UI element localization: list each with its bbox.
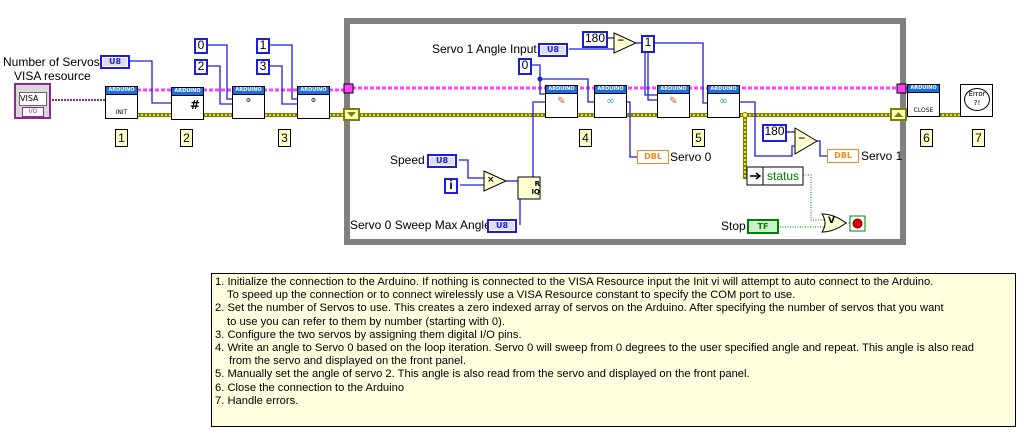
servo-wrench-icon: ⚙ — [310, 97, 317, 104]
quotient-remainder-node — [517, 176, 541, 200]
servo0-label: Servo 0 — [670, 150, 712, 164]
speed-label: Speed — [390, 153, 425, 167]
or-node — [821, 213, 847, 233]
pin-constant-3[interactable]: 3 — [256, 59, 270, 75]
step-label-2: 2 — [180, 129, 193, 147]
stop-label: Stop — [721, 219, 746, 233]
vi-header: ARDUINO — [708, 86, 739, 94]
unbundle-status — [746, 166, 804, 186]
vi-header: ARDUINO — [298, 87, 329, 95]
step-label-3: 3 — [278, 129, 291, 147]
step-label-1: 1 — [115, 129, 128, 147]
comment-line: 3. Configure the two servos by assigning… — [215, 328, 522, 341]
comment-line: 4. Write an angle to Servo 0 based on th… — [215, 342, 974, 355]
comment-line: To speed up the connection or to connect… — [227, 289, 796, 302]
servo1-label: Servo 1 — [861, 149, 903, 163]
sweep-max-control[interactable]: U8 — [487, 219, 517, 233]
vi-close-label: CLOSE — [913, 107, 934, 114]
comment-line: to use you can refer to them by number (… — [227, 315, 505, 328]
subtract-node-2 — [794, 127, 818, 155]
subtract-label: − — [617, 36, 625, 46]
vi-init-label: INIT — [115, 109, 128, 116]
pin-constant-2[interactable]: 2 — [194, 59, 208, 75]
pencil-icon: ✎ — [557, 96, 566, 107]
visa-value: VISA — [19, 92, 47, 106]
vi-header: ARDUINO — [106, 87, 137, 95]
io-label: I/O — [22, 107, 44, 117]
error-wire — [137, 113, 960, 179]
subtract-node-1 — [613, 32, 638, 54]
step-label-4: 4 — [579, 129, 592, 147]
constant-180b[interactable]: 180 — [762, 124, 787, 142]
servo-index-constant-1[interactable]: 1 — [256, 38, 270, 54]
configure-servo-vi-0[interactable]: ARDUINO ⚙ — [232, 86, 265, 119]
pencil-icon: ✎ — [669, 96, 678, 107]
vi-header: ARDUINO — [658, 86, 689, 94]
servo-write-angle-vi-0[interactable]: ARDUINO ✎ — [545, 85, 578, 118]
servo-write-angle-vi-1[interactable]: ARDUINO ✎ — [657, 85, 690, 118]
shift-register-right — [896, 83, 907, 94]
hash-icon: # — [189, 98, 200, 112]
or-label: V — [828, 216, 835, 226]
numeric-wires — [130, 37, 827, 225]
number-of-servos-label: Number of Servos — [3, 55, 100, 69]
servo-index-constant-1b[interactable]: 1 — [641, 35, 655, 53]
arduino-close-vi[interactable]: ARDUINO CLOSE — [907, 84, 940, 117]
comment-line: 7. Handle errors. — [215, 394, 299, 407]
simple-error-handler-vi[interactable]: Error ?! — [960, 84, 993, 117]
servo1-angle-input-label: Servo 1 Angle Input — [432, 42, 537, 56]
subtract-label: − — [798, 134, 806, 144]
servo-index-constant-0[interactable]: 0 — [518, 58, 532, 75]
shift-register-left — [343, 83, 354, 94]
error-bubble-icon: Error ?! — [964, 88, 990, 111]
glasses-icon: ∞ — [606, 96, 615, 107]
glasses-icon: ∞ — [719, 96, 728, 107]
comment-line: 6. Close the connection to the Arduino — [215, 381, 405, 394]
vi-header: ARDUINO — [908, 85, 939, 93]
configure-servo-vi-1[interactable]: ARDUINO ⚙ — [297, 86, 330, 119]
sweep-max-label: Servo 0 Sweep Max Angle — [350, 218, 491, 232]
step-label-5: 5 — [692, 129, 705, 147]
number-of-servos-control[interactable]: U8 — [100, 55, 130, 69]
vi-header: ARDUINO — [233, 87, 264, 95]
comment-line: 1. Initialize the connection to the Ardu… — [215, 276, 934, 288]
status-label: status — [767, 169, 800, 183]
servo1-angle-input-control[interactable]: U8 — [538, 43, 568, 57]
arduino-init-vi[interactable]: ARDUINO INIT — [105, 86, 138, 119]
multiply-label: × — [487, 175, 495, 185]
iteration-terminal: i — [444, 178, 458, 194]
pin-constant-0[interactable]: 0 — [194, 38, 208, 54]
comment-box: 1. Initialize the connection to the Ardu… — [211, 273, 1016, 427]
quotient-label: R IQ — [531, 180, 540, 196]
multiply-node — [483, 170, 508, 192]
speed-control[interactable]: U8 — [427, 154, 457, 168]
step-label-6: 6 — [920, 129, 933, 147]
servo-read-angle-vi-0[interactable]: ARDUINO ∞ — [594, 85, 627, 118]
step-label-7: 7 — [972, 129, 985, 147]
constant-180[interactable]: 180 — [582, 31, 608, 48]
vi-header: ARDUINO — [172, 88, 203, 96]
servo0-indicator: DBL — [637, 150, 669, 164]
comment-line: 5. Manually set the angle of servo 2. Th… — [215, 368, 750, 381]
visa-resource-label: VISA resource — [14, 69, 91, 83]
set-number-of-servos-vi[interactable]: ARDUINO # — [171, 87, 204, 120]
vi-header: ARDUINO — [546, 86, 577, 94]
vi-header: ARDUINO — [595, 86, 626, 94]
servo-wrench-icon: ⚙ — [245, 97, 252, 104]
comment-line: 2. Set the number of Servos to use. This… — [215, 302, 944, 315]
visa-resource-constant[interactable]: VISA I/O — [14, 83, 51, 119]
while-loop[interactable] — [344, 18, 906, 245]
servo-read-angle-vi-1[interactable]: ARDUINO ∞ — [707, 85, 740, 118]
stop-control[interactable]: TF — [747, 219, 779, 234]
comment-line: from the servo and displayed on the fron… — [229, 355, 466, 368]
servo1-indicator: DBL — [827, 149, 859, 163]
